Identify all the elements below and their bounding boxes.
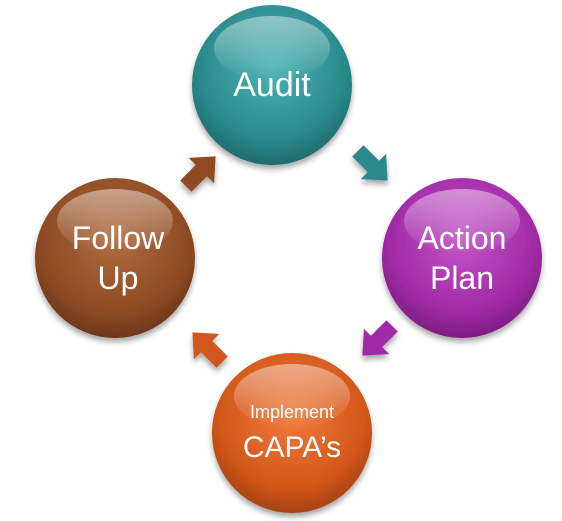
node-follow-up: Follow Up <box>35 178 195 338</box>
node-implement-capas-label-line-2: CAPA’s <box>243 431 341 464</box>
arrow-action-plan-to-implement-shape <box>362 320 398 356</box>
arrow-follow-up-to-audit-shape <box>180 156 216 192</box>
node-follow-up-label-line-1: Follow <box>72 220 165 256</box>
arrow-implement-to-follow-up <box>192 332 228 368</box>
node-action-plan-label-line-1: Action <box>418 220 507 256</box>
arrow-implement-to-follow-up-shape <box>192 332 228 368</box>
node-action-plan: Action Plan <box>382 178 542 338</box>
node-audit-highlight <box>214 16 330 80</box>
arrow-audit-to-action-plan <box>352 145 388 181</box>
node-follow-up-label-line-2: Up <box>98 260 139 296</box>
node-implement-capas-label-line-1: Implement <box>250 402 334 422</box>
node-action-plan-label-line-2: Plan <box>430 260 494 296</box>
node-implement-capas-highlight <box>234 364 350 428</box>
node-audit-label-line-1: Audit <box>233 66 311 104</box>
arrow-follow-up-to-audit <box>180 156 216 192</box>
node-implement-capas: Implement CAPA’s <box>212 353 372 513</box>
node-action-plan-highlight <box>404 189 520 253</box>
arrow-audit-to-action-plan-shape <box>352 145 388 181</box>
node-audit: Audit <box>192 5 352 165</box>
node-follow-up-highlight <box>57 189 173 253</box>
arrow-action-plan-to-implement <box>362 320 398 356</box>
